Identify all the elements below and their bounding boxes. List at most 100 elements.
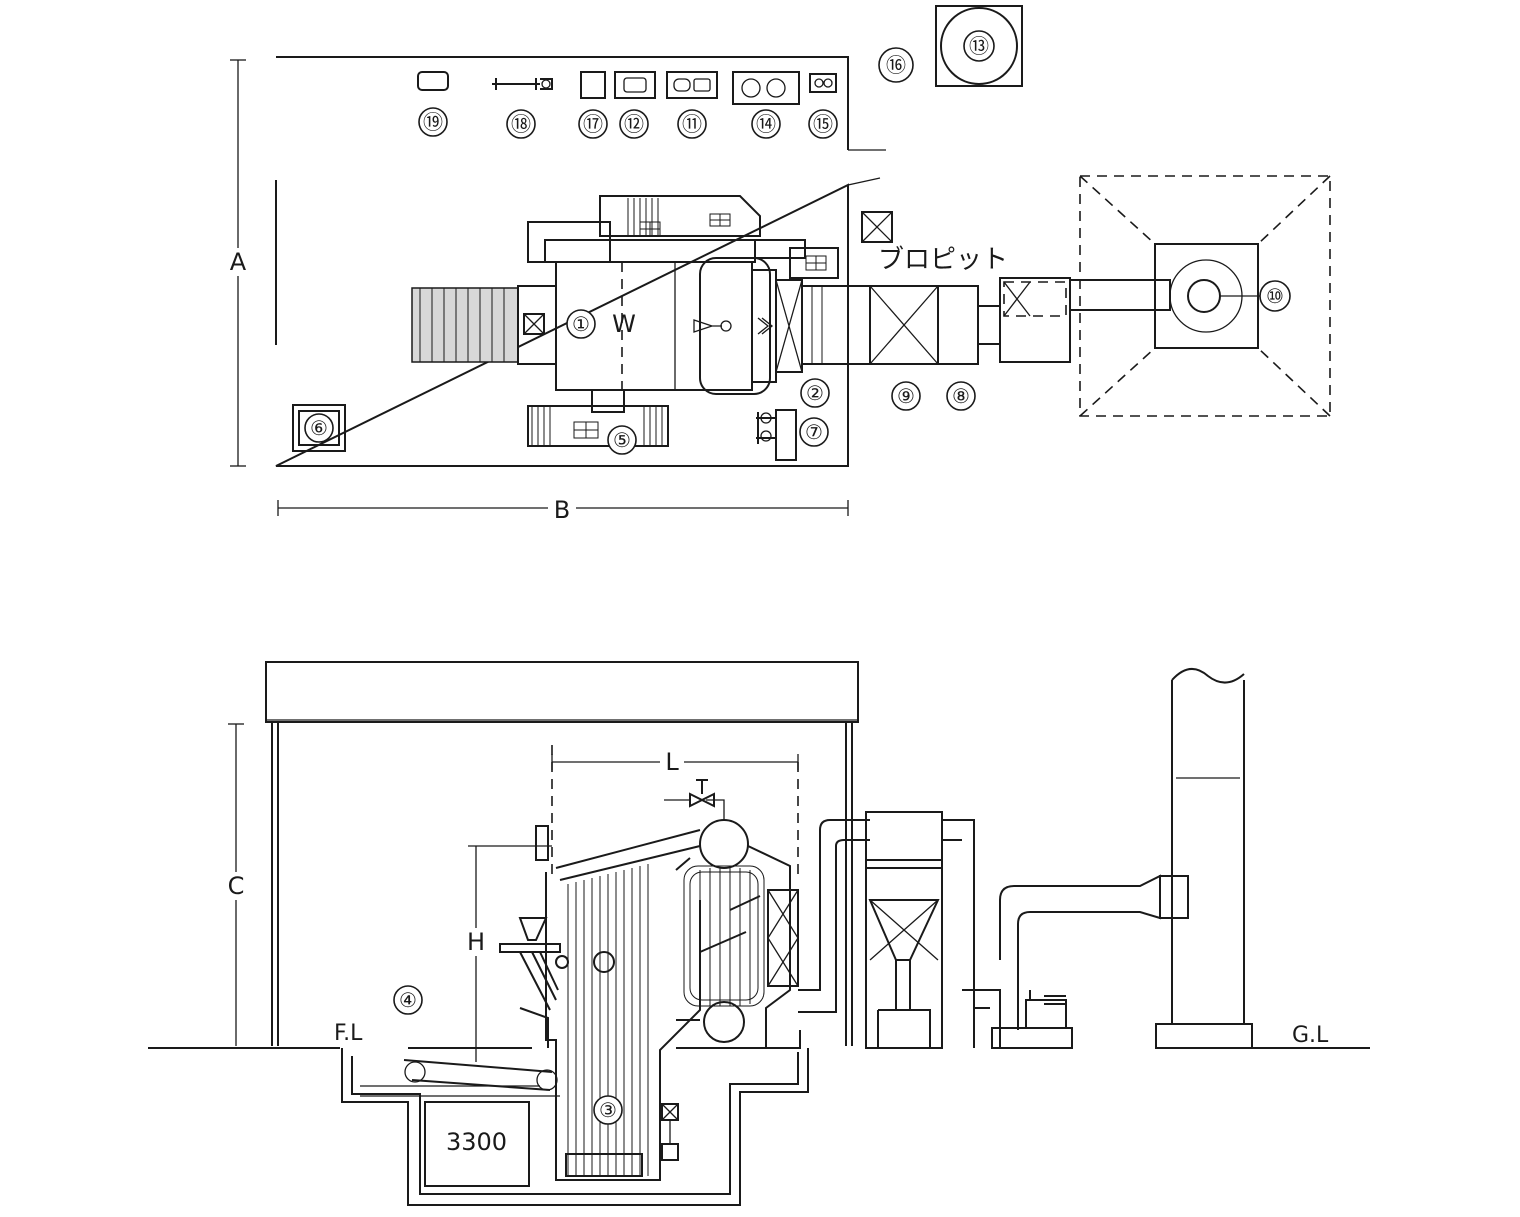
pit-outline-inner: [351, 1052, 799, 1195]
induced-fan-plan: [999, 277, 1071, 363]
dust-collector-cross: [869, 285, 939, 365]
upper-platform-hatch: [627, 198, 659, 236]
economizer-elevation-cross: [767, 889, 799, 987]
equip-7-pump-a: [760, 412, 772, 424]
svg-text:⑥: ⑥: [310, 416, 328, 440]
stack-breeching: [1159, 875, 1189, 919]
equip-7-pump-b: [760, 430, 772, 442]
flue-duct-2: [937, 285, 979, 365]
marker-12: ⑫: [619, 109, 649, 139]
dim-h-label: H: [467, 928, 485, 956]
collector-outlet: [942, 819, 975, 1048]
pit-depth-label: 3300: [446, 1128, 507, 1156]
right-landing: [789, 247, 839, 279]
left-wall: [271, 722, 279, 1046]
valve-gauge: [720, 320, 732, 332]
hopper-top: [518, 917, 548, 941]
svg-text:⑩: ⑩: [1266, 284, 1284, 308]
convection-tubes: [683, 865, 765, 1007]
transition-duct-cross: [775, 279, 803, 373]
svg-text:⑲: ⑲: [423, 110, 443, 134]
main-steam-pipe: [664, 799, 725, 820]
conveyor-belt: [403, 1059, 553, 1091]
equip-14-shape: [732, 71, 800, 105]
equip-15-part-a: [814, 78, 824, 88]
svg-text:⑫: ⑫: [624, 112, 644, 136]
drum-connections: [675, 857, 700, 1021]
ash-grate: [565, 1153, 643, 1177]
equip-13-foundation: [935, 5, 1023, 87]
equip-11-inner-b: [693, 78, 711, 92]
right-landing-grating: [805, 255, 827, 271]
svg-text:⑪: ⑪: [682, 112, 702, 136]
conveyor-roller-right: [536, 1069, 558, 1091]
svg-text:⑧: ⑧: [952, 384, 970, 408]
blow-pit: [861, 211, 893, 243]
economizer-hatch: [757, 317, 774, 335]
pit-valve-cross: [661, 1103, 679, 1121]
svg-text:⑰: ⑰: [583, 112, 603, 136]
blow-pit-label: ブロピット: [878, 245, 1008, 275]
fan-motor-details: [1029, 990, 1066, 1005]
marker-10: ⑩: [1259, 280, 1291, 312]
upper-platform-grating: [709, 213, 731, 227]
elevation-view: C L H F.L G.L 3300: [148, 661, 1370, 1206]
economizer-elevation: [767, 889, 799, 987]
marker-11: ⑪: [677, 109, 707, 139]
steam-drum: [699, 819, 749, 869]
convection-casing: [747, 845, 791, 1048]
marker-19: ⑲: [418, 107, 448, 137]
equip-14-tank-a: [741, 78, 761, 98]
equip-11-inner-a: [673, 78, 691, 92]
fan-base: [991, 1027, 1073, 1049]
equip-17-shape: [580, 71, 606, 99]
svg-text:③: ③: [599, 1098, 617, 1122]
svg-text:①: ①: [572, 312, 590, 336]
dim-a-label: A: [230, 248, 247, 276]
furnace-peephole: [593, 951, 615, 973]
dim-h-label-bg: [464, 928, 490, 956]
mud-drum: [703, 1001, 745, 1043]
collector-cross: [869, 899, 939, 961]
svg-text:⑤: ⑤: [613, 428, 631, 452]
burner-window: [523, 313, 545, 335]
roof-outline: [265, 661, 859, 723]
plan-markers: ① ② ⑤ ⑥ ⑦ ⑧ ⑨ ⑩ ⑪ ⑫ ⑬ ⑭ ⑮ ⑯ ⑰ ⑱ ⑲: [304, 30, 1291, 455]
dim-l-label: L: [665, 748, 679, 776]
marker-13: ⑬: [963, 30, 995, 62]
upper-walkway-left: [527, 221, 611, 263]
marker-5: ⑤: [607, 425, 637, 455]
marker-18: ⑱: [506, 109, 536, 139]
dim-c-label-bg: [222, 872, 250, 900]
feeder-shaft: [555, 955, 569, 969]
svg-text:⑬: ⑬: [969, 34, 989, 58]
svg-text:⑮: ⑮: [813, 112, 833, 136]
marker-16: ⑯: [878, 47, 914, 83]
furnace-roof: [555, 829, 701, 881]
collector-hopper: [866, 859, 942, 961]
baffles: [699, 895, 761, 953]
equip-15-part-b: [823, 78, 833, 88]
lower-platform-hatch: [531, 406, 663, 446]
stack-break-line: [1171, 668, 1245, 684]
stack-inner-circle: [1187, 279, 1221, 313]
pit-chamber: [424, 1101, 530, 1187]
equip-14-tank-b: [766, 78, 786, 98]
equip-6-outer: [292, 404, 346, 452]
equip-7-frame: [775, 409, 797, 461]
plan-door-opening: [847, 149, 886, 186]
marker-17: ⑰: [578, 109, 608, 139]
valve-symbol: [693, 319, 722, 333]
collector-leg: [877, 960, 931, 1048]
conveyor-roller-left: [404, 1061, 426, 1083]
equip-7-pump: [756, 412, 776, 444]
hopper-support: [519, 1007, 549, 1048]
floor-level-label: F.L: [334, 1021, 363, 1046]
flue-reducer: [977, 305, 1001, 345]
main-steam-valve-handle: [696, 779, 708, 794]
ground-level-label: G.L: [1292, 1023, 1329, 1048]
furnace-tubes: [567, 864, 649, 1176]
lower-platform: [527, 405, 669, 447]
fan-casing-dashed: [1003, 281, 1067, 317]
